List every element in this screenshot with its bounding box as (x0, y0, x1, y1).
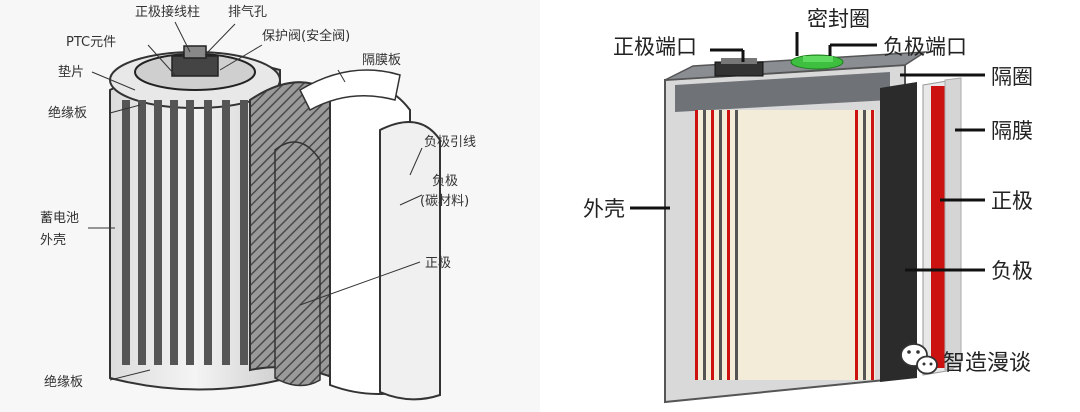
panel-divider (540, 0, 545, 412)
label-positive-electrode: 正极 (991, 189, 1033, 213)
positive-electrode-red (931, 86, 945, 368)
label-case: 外壳 (583, 197, 625, 221)
label-negative-material: (碳材料) (420, 194, 469, 209)
label-battery-case-1: 蓄电池 (40, 211, 79, 226)
wechat-icon (900, 343, 938, 375)
negative-port-terminal (790, 54, 844, 70)
label-separator: 隔膜 (991, 119, 1033, 143)
label-positive-electrode: 正极 (425, 256, 451, 271)
label-insulation-bottom: 绝缘板 (44, 374, 83, 390)
inner-electrode-layers (122, 100, 266, 365)
label-negative-lead: 负极引线 (424, 135, 476, 150)
negative-electrode-sheet (880, 82, 917, 382)
label-insulation-top: 绝缘板 (48, 105, 87, 121)
label-negative-electrode: 负极 (432, 174, 458, 189)
label-ptc-element: PTC元件 (66, 35, 116, 50)
leader-lines (88, 21, 423, 381)
negative-sheet (379, 121, 441, 401)
prismatic-battery-diagram: 密封圈 正极端口 负极端口 隔圈 隔膜 外壳 正极 负极 智造漫谈 (583, 7, 1033, 404)
label-positive-port: 正极端口 (613, 35, 697, 59)
watermark: 智造漫谈 (900, 343, 1031, 376)
label-protection-valve: 保护阀(安全阀) (262, 28, 350, 44)
positive-sheet-roll (274, 141, 321, 387)
prismatic-battery-panel: 密封圈 正极端口 负极端口 隔圈 隔膜 外壳 正极 负极 智造漫谈 (545, 0, 1080, 412)
electrode-stack (695, 110, 875, 380)
label-spacer-ring: 隔圈 (991, 65, 1033, 89)
positive-port-terminal (714, 58, 764, 77)
label-gasket: 垫片 (58, 64, 84, 80)
label-battery-case-2: 外壳 (40, 233, 66, 248)
separator-flap (299, 69, 401, 112)
watermark-text: 智造漫谈 (943, 351, 1031, 376)
top-cap (134, 45, 256, 91)
cylindrical-battery-panel: 正极接线柱 排气孔 PTC元件 保护阀(安全阀) 垫片 隔膜板 绝缘板 负极引线… (40, 4, 477, 401)
label-negative-electrode: 负极 (991, 259, 1033, 283)
separator-sheet (944, 77, 962, 371)
label-negative-port: 负极端口 (883, 35, 967, 59)
label-vent-hole: 排气孔 (228, 4, 267, 20)
cylindrical-battery-diagram: 正极接线柱 排气孔 PTC元件 保护阀(安全阀) 垫片 隔膜板 绝缘板 负极引线… (40, 4, 476, 401)
label-positive-terminal: 正极接线柱 (135, 4, 200, 20)
label-seal-ring: 密封圈 (807, 7, 870, 31)
label-separator-plate: 隔膜板 (362, 53, 401, 68)
leader-lines (630, 32, 985, 272)
